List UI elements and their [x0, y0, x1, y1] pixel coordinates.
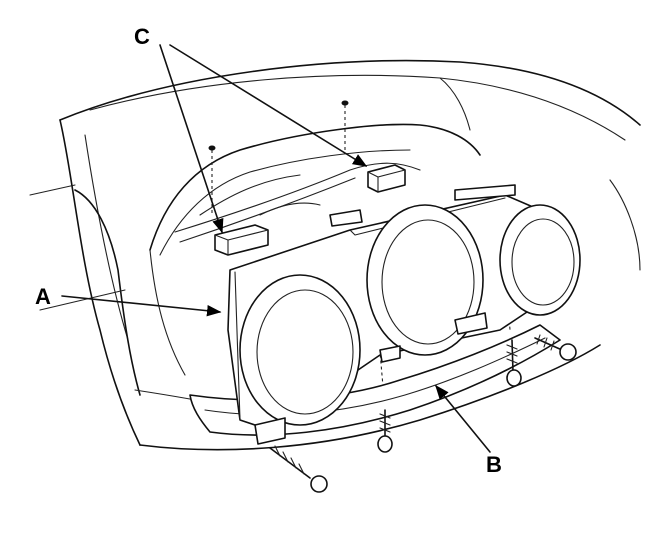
- screw-bottom-left: [269, 445, 328, 493]
- leader-c-right: [169, 44, 368, 167]
- leader-a: [61, 295, 222, 317]
- screw-hole-marks: [208, 100, 349, 151]
- gauge-center: [366, 204, 484, 356]
- connector-c-right: [367, 164, 406, 193]
- gauge-left: [239, 274, 361, 426]
- wiring-harness: [174, 162, 421, 243]
- callout-c: C: [134, 24, 150, 49]
- screw-center: [377, 409, 393, 453]
- leader-lines: [61, 44, 491, 453]
- meter-visor: [149, 123, 481, 376]
- connector-c-left: [214, 224, 269, 256]
- screw-right-side: [534, 334, 577, 361]
- dashboard-outline: [29, 59, 641, 451]
- leader-c-left: [159, 44, 224, 234]
- leader-b: [435, 384, 491, 453]
- callout-b: B: [486, 452, 502, 477]
- screw-right-lower: [506, 339, 522, 387]
- callout-a: A: [35, 284, 51, 309]
- instrument-cluster-a: [227, 184, 581, 445]
